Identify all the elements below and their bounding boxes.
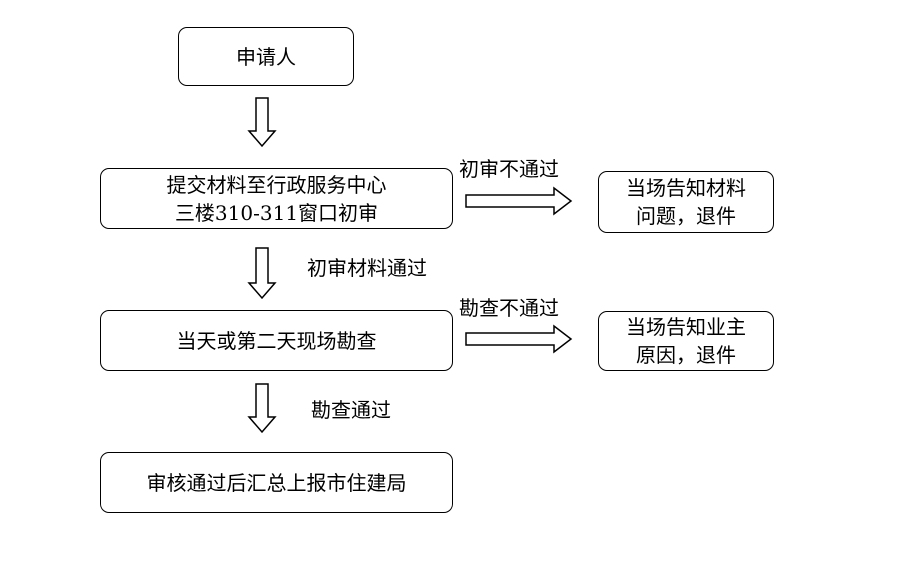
node-report: 审核通过后汇总上报市住建局 [100,452,453,513]
node-reject-owner: 当场告知业主 原因，退件 [598,311,774,371]
arrow-applicant-to-submit [247,97,277,148]
node-applicant-label: 申请人 [236,44,296,69]
arrow-survey-to-report [247,383,277,434]
node-submit-line2: 三楼310-311窗口初审 [174,200,379,225]
edge-label-survey-pass: 勘查通过 [311,398,391,422]
node-submit-materials: 提交材料至行政服务中心 三楼310-311窗口初审 [100,168,453,229]
node-report-label: 审核通过后汇总上报市住建局 [146,470,407,495]
edge-label-initial-fail: 初审不通过 [459,157,559,181]
node-reject-owner-line1: 当场告知业主 [626,315,746,339]
edge-label-survey-fail: 勘查不通过 [459,296,559,320]
node-reject-material: 当场告知材料 问题，退件 [598,171,774,233]
node-submit-line1: 提交材料至行政服务中心 [166,172,387,197]
node-site-survey: 当天或第二天现场勘查 [100,310,453,371]
edge-label-initial-pass: 初审材料通过 [307,256,427,280]
node-applicant: 申请人 [178,27,354,86]
node-reject-material-line2: 问题，退件 [636,204,736,228]
arrow-submit-to-reject [465,186,573,216]
arrow-submit-to-survey [247,247,277,300]
node-reject-owner-line2: 原因，退件 [636,343,736,367]
arrow-survey-to-reject [465,324,573,354]
node-reject-material-line1: 当场告知材料 [626,176,746,200]
node-survey-label: 当天或第二天现场勘查 [176,328,377,353]
